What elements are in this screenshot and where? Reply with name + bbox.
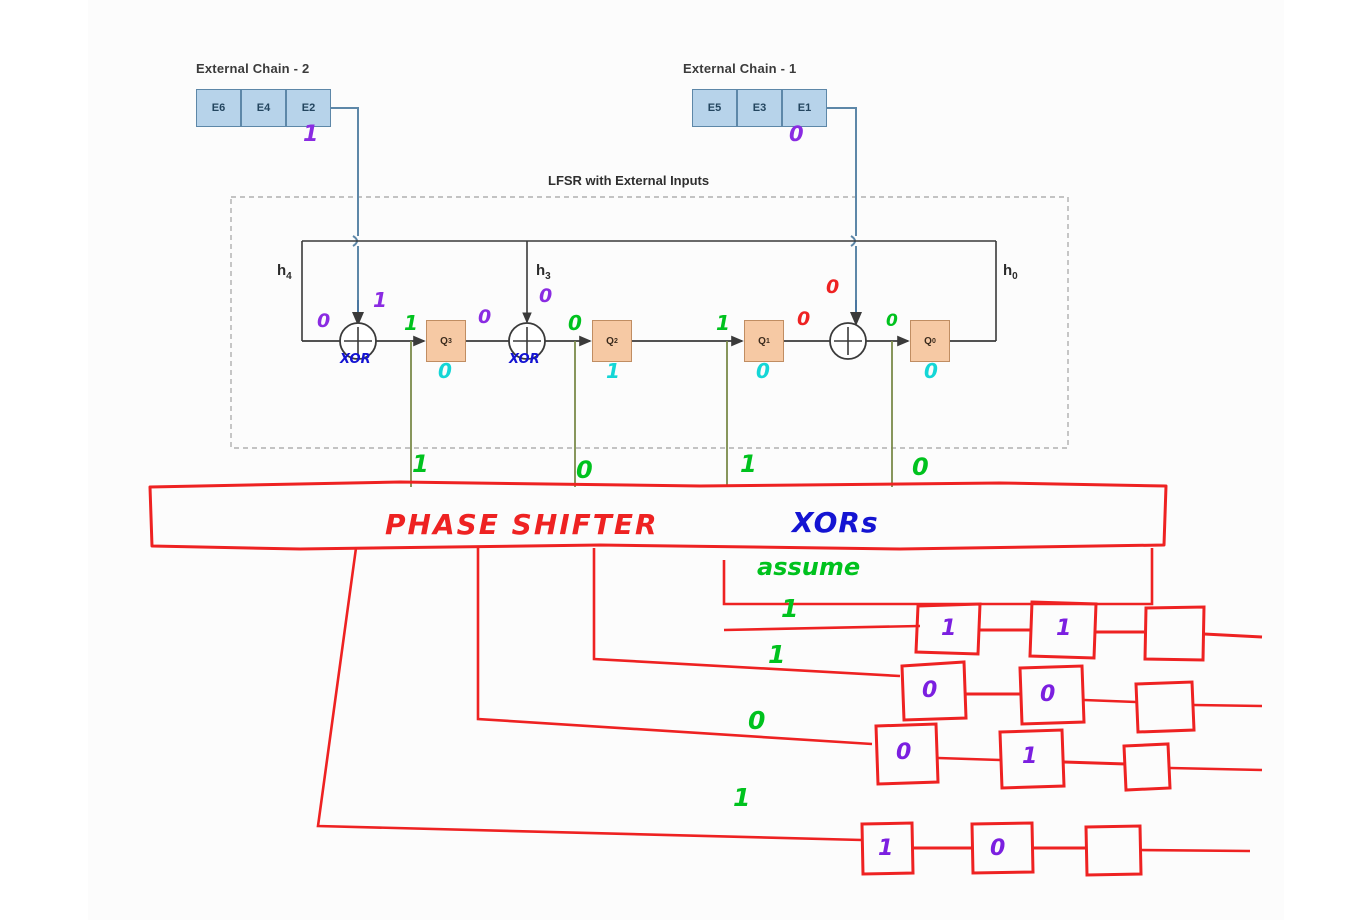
register-q0-label: Q bbox=[924, 335, 932, 347]
scan-chain-input-1: 1 bbox=[768, 640, 786, 669]
external-chain-2-cell-e4: E4 bbox=[241, 89, 286, 127]
tap-label-h0-text: h bbox=[1003, 262, 1013, 279]
register-q2-sub: 2 bbox=[613, 337, 618, 345]
scan-chain-input-3: 1 bbox=[733, 783, 751, 812]
annotation-q2-state: 1 bbox=[606, 359, 620, 383]
annotation-q1-output: 0 bbox=[797, 308, 811, 330]
annotation-h0-value: 0 bbox=[826, 276, 840, 298]
scan-chain-0-cell-1: 1 bbox=[1056, 616, 1072, 641]
tap-label-h3: h3 bbox=[536, 262, 551, 282]
tap-label-h0: h0 bbox=[1003, 262, 1018, 282]
annotation-q2-input: 0 bbox=[568, 311, 582, 335]
external-chain-1-cell-e3: E3 bbox=[737, 89, 782, 127]
annotation-q3-state: 0 bbox=[438, 359, 452, 383]
tap-label-h4: h4 bbox=[277, 262, 292, 282]
tap-output-value-1: 0 bbox=[576, 456, 593, 484]
external-chain-1-title: External Chain - 1 bbox=[683, 61, 797, 76]
scan-chain-2-cell-0: 0 bbox=[896, 740, 912, 765]
annotation-q3-input: 1 bbox=[404, 311, 418, 335]
external-chain-1-cell-e1: E1 bbox=[782, 89, 827, 127]
annotation-external-chain-1-value: 0 bbox=[789, 122, 804, 146]
scan-chain-input-2: 0 bbox=[748, 706, 766, 735]
annotation-xor1-top-input: 1 bbox=[373, 288, 387, 312]
tap-output-value-2: 1 bbox=[740, 450, 757, 478]
tap-label-h4-sub: 4 bbox=[286, 271, 292, 282]
phase-shifter-xors-label: XORs bbox=[792, 506, 879, 539]
external-chain-1-cell-e5: E5 bbox=[692, 89, 737, 127]
annotation-h3-value: 0 bbox=[539, 285, 553, 307]
tap-output-value-0: 1 bbox=[412, 450, 429, 478]
register-q2-label: Q bbox=[606, 335, 614, 347]
tap-label-h4-text: h bbox=[277, 262, 287, 279]
annotation-q0-input: 0 bbox=[886, 311, 898, 331]
register-q1-label: Q bbox=[758, 335, 766, 347]
register-q1-sub: 1 bbox=[765, 337, 770, 345]
scan-chain-0-cell-0: 1 bbox=[941, 616, 957, 641]
page-background bbox=[88, 0, 1284, 920]
tap-label-h0-sub: 0 bbox=[1012, 271, 1018, 282]
scan-chain-3-cell-0: 1 bbox=[878, 836, 894, 861]
scan-chain-3-cell-1: 0 bbox=[990, 836, 1006, 861]
annotation-q3-output: 0 bbox=[478, 306, 492, 328]
external-chain-2-cell-e6: E6 bbox=[196, 89, 241, 127]
annotation-external-chain-2-value: 1 bbox=[303, 122, 319, 147]
phase-shifter-label: PHASE SHIFTER bbox=[385, 508, 659, 541]
register-q0-sub: 0 bbox=[931, 337, 936, 345]
scan-chain-input-0: 1 bbox=[781, 594, 799, 623]
annotation-q1-state: 0 bbox=[756, 359, 770, 383]
scan-chain-1-cell-1: 0 bbox=[1040, 682, 1056, 707]
register-q3-label: Q bbox=[440, 335, 448, 347]
lfsr-title: LFSR with External Inputs bbox=[548, 173, 710, 188]
tap-label-h3-sub: 3 bbox=[545, 271, 551, 282]
tap-output-value-3: 0 bbox=[912, 453, 929, 481]
annotation-q1-input: 1 bbox=[716, 311, 730, 335]
scan-chain-2-cell-1: 1 bbox=[1022, 744, 1038, 769]
annotation-h4-value: 0 bbox=[317, 310, 331, 332]
xor-gate-2-label: XOR bbox=[509, 352, 540, 367]
external-chain-2-cell-e2: E2 bbox=[286, 89, 331, 127]
scan-chain-1-cell-0: 0 bbox=[922, 678, 938, 703]
xor-gate-1-label: XOR bbox=[340, 352, 371, 367]
register-q3-sub: 3 bbox=[447, 337, 452, 345]
annotation-q0-state: 0 bbox=[924, 359, 938, 383]
external-chain-2-title: External Chain - 2 bbox=[196, 61, 310, 76]
tap-label-h3-text: h bbox=[536, 262, 546, 279]
assume-label: assume bbox=[757, 553, 861, 581]
